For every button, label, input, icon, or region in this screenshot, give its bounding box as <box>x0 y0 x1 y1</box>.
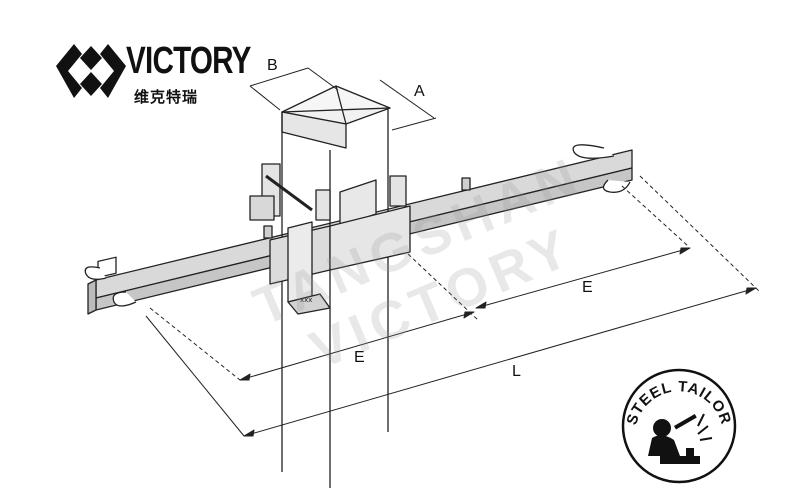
dimension-e1-line <box>239 311 475 381</box>
dimension-l-line <box>145 287 757 437</box>
dimension-b-lines <box>249 67 339 111</box>
brand-name: VICTORY <box>126 40 251 82</box>
right-eye-bolt <box>572 144 631 193</box>
steel-tailor-badge: STEEL TAILOR <box>621 368 737 484</box>
left-eye-bolt <box>84 266 137 307</box>
dimension-label-a: A <box>414 83 425 100</box>
dimension-label-e-upper: E <box>582 279 593 296</box>
dimension-label-b: B <box>267 57 278 74</box>
svg-text:xxx: xxx <box>300 296 312 304</box>
welder-badge-icon <box>648 413 713 464</box>
dimension-label-e-lower: E <box>354 349 365 366</box>
extension-lines <box>149 175 761 381</box>
victory-diamond-logo-icon <box>56 44 126 98</box>
clamp-assembly: xxx <box>249 163 471 315</box>
brand-logo: VICTORY 维克特瑞 <box>52 38 251 108</box>
dimension-a-lines <box>379 79 437 131</box>
dimension-label-l: L <box>512 363 521 380</box>
dimension-e2-line <box>475 247 691 309</box>
brand-name-chinese: 维克特瑞 <box>134 88 199 106</box>
